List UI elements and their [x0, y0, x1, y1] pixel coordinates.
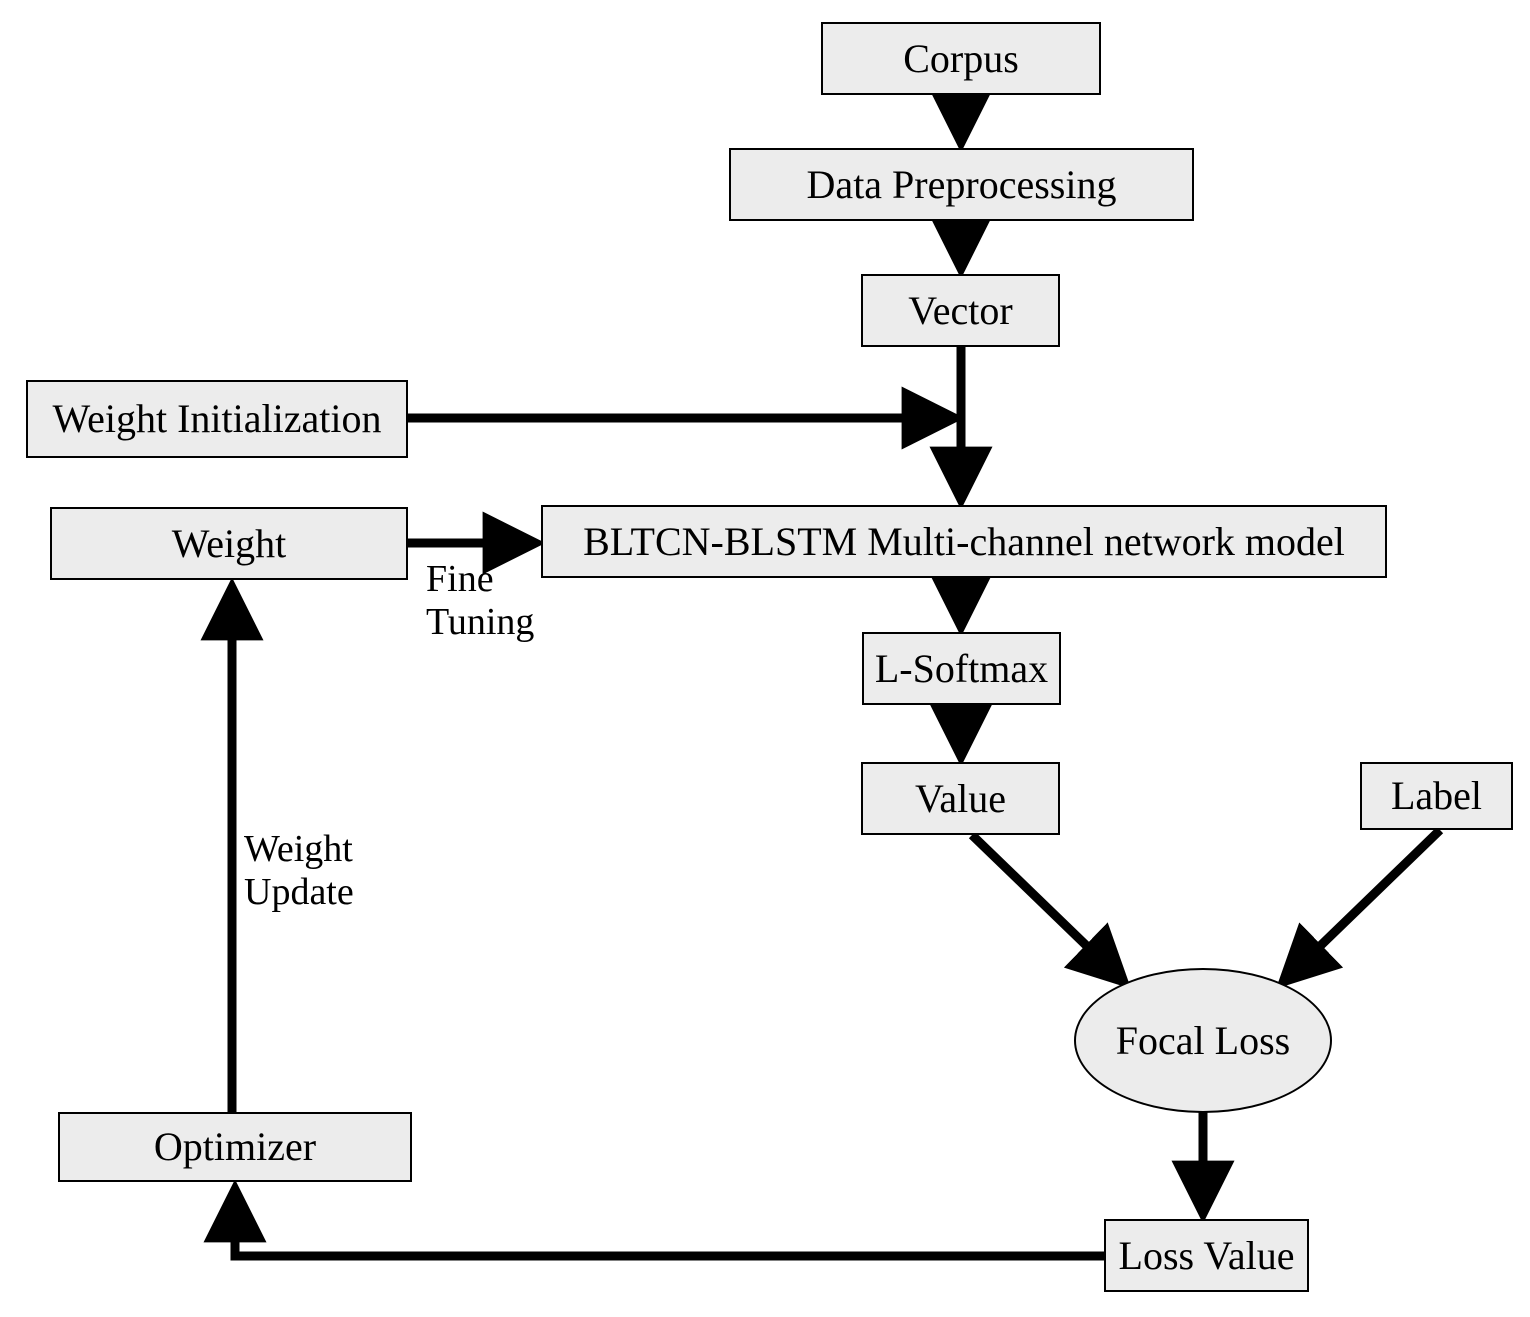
node-optimizer[interactable]: Optimizer	[58, 1112, 412, 1182]
node-l-softmax[interactable]: L-Softmax	[862, 632, 1061, 705]
node-weight-label: Weight	[171, 520, 287, 566]
node-value-label: Value	[914, 775, 1007, 821]
edge-label-fine-tuning: Fine Tuning	[426, 558, 535, 643]
node-bltcn-blstm-model[interactable]: BLTCN-BLSTM Multi-channel network model	[541, 505, 1387, 578]
node-label-label: Label	[1390, 773, 1483, 818]
edge-label-to-focalloss	[1275, 826, 1444, 989]
node-vector[interactable]: Vector	[861, 274, 1060, 347]
node-optimizer-label: Optimizer	[153, 1124, 317, 1169]
node-weight[interactable]: Weight	[50, 507, 408, 580]
node-corpus-label: Corpus	[903, 35, 1019, 81]
node-loss-value-label: Loss Value	[1118, 1232, 1295, 1278]
node-bltcn-blstm-model-label: BLTCN-BLSTM Multi-channel network model	[583, 518, 1345, 564]
edge-value-to-focalloss	[968, 831, 1132, 989]
edge-lossvalue-to-optimizer	[203, 1179, 1104, 1261]
node-l-softmax-label: L-Softmax	[874, 645, 1049, 691]
node-vector-label: Vector	[908, 287, 1013, 333]
node-data-preprocessing[interactable]: Data Preprocessing	[729, 148, 1194, 221]
edge-label-weight-update: Weight Update	[244, 828, 354, 913]
node-value[interactable]: Value	[861, 762, 1060, 835]
node-weight-initialization[interactable]: Weight Initialization	[26, 380, 408, 458]
node-loss-value[interactable]: Loss Value	[1104, 1219, 1309, 1292]
node-focal-loss[interactable]: Focal Loss	[1074, 968, 1332, 1113]
node-label[interactable]: Label	[1360, 762, 1513, 830]
node-data-preprocessing-label: Data Preprocessing	[806, 161, 1117, 207]
node-focal-loss-label: Focal Loss	[1115, 1018, 1291, 1063]
node-corpus[interactable]: Corpus	[821, 22, 1101, 95]
node-weight-initialization-label: Weight Initialization	[52, 396, 382, 441]
